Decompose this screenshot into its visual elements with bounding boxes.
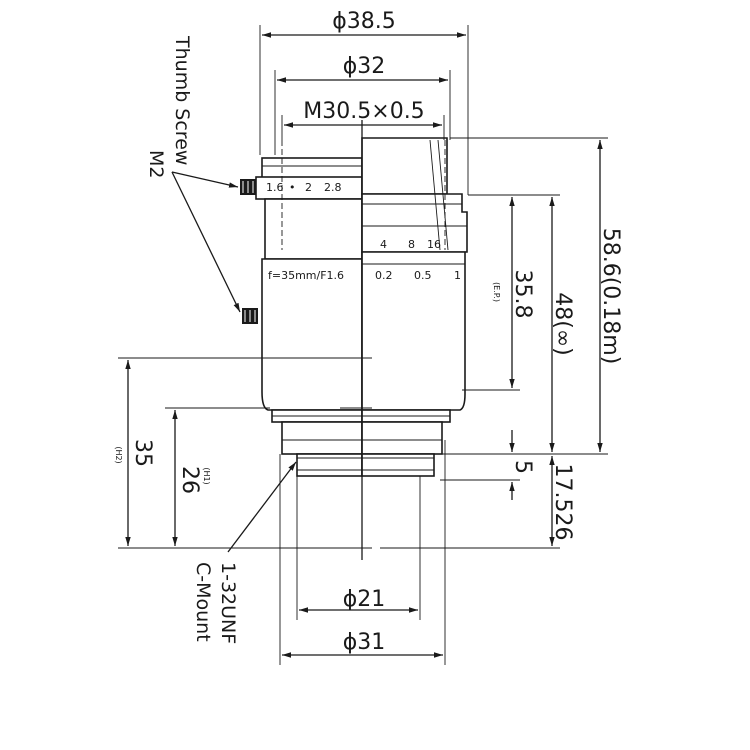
focus-0-5: 0.5 bbox=[414, 269, 432, 282]
height-26-label: 26 bbox=[177, 466, 202, 494]
mount-diameter-label: ϕ21 bbox=[343, 587, 386, 612]
thumb-screw-label: Thumb Screw bbox=[171, 35, 193, 165]
lens-spec-label: f=35mm/F1.6 bbox=[268, 269, 344, 282]
height-26-note: (H1) bbox=[202, 467, 211, 484]
mount-type-label: C-Mount bbox=[192, 562, 214, 642]
aperture-1-6: 1.6 bbox=[266, 181, 284, 194]
aperture-4: 4 bbox=[380, 238, 387, 251]
aperture-16: 16 bbox=[427, 238, 441, 251]
focus-0-2: 0.2 bbox=[375, 269, 393, 282]
depth-label: 5 bbox=[510, 460, 535, 474]
length-infinity-label: 48(∞) bbox=[550, 292, 575, 356]
ep-note: (E.P.) bbox=[492, 282, 501, 302]
ring-diameter-label: ϕ32 bbox=[343, 54, 386, 79]
height-35-label: 35 bbox=[130, 439, 155, 467]
thumb-screw-size-label: M2 bbox=[145, 150, 167, 178]
ep-distance-label: 35.8 bbox=[510, 270, 535, 319]
aperture-dot: • bbox=[289, 181, 296, 194]
flange-diameter-label: ϕ31 bbox=[343, 630, 386, 655]
filter-thread-label: M30.5×0.5 bbox=[303, 99, 424, 124]
total-length-label: 58.6(0.18m) bbox=[598, 228, 623, 365]
aperture-2-8: 2.8 bbox=[324, 181, 342, 194]
mount-thread-label: 1-32UNF bbox=[217, 562, 239, 644]
outer-diameter-label: ϕ38.5 bbox=[332, 9, 396, 34]
flange-back-label: 17.526 bbox=[550, 464, 575, 541]
thumb-screw-bottom bbox=[242, 308, 258, 324]
aperture-2: 2 bbox=[305, 181, 312, 194]
lens-body bbox=[255, 137, 468, 477]
aperture-8: 8 bbox=[408, 238, 415, 251]
height-35-note: (H2) bbox=[114, 446, 123, 463]
focus-1: 1 bbox=[454, 269, 461, 282]
thumb-screw-top bbox=[240, 179, 256, 195]
